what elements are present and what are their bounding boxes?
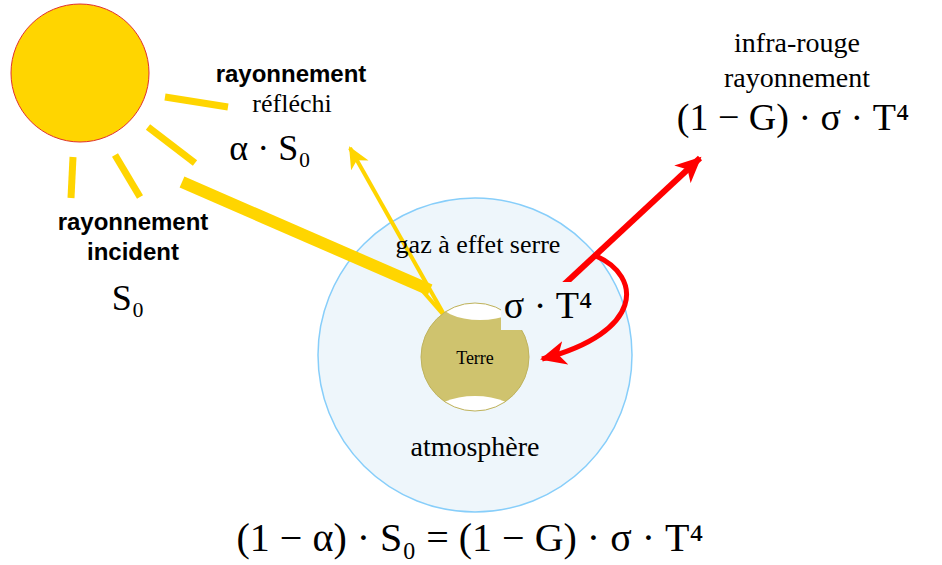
infrared-title: infra-rouge rayonnement — [702, 25, 892, 95]
infrared-formula: (1 − G) · σ · T⁴ — [674, 94, 912, 142]
surface-emission: σ · T⁴ — [501, 282, 596, 330]
ice-cap — [433, 396, 517, 412]
atmosphere-outline — [318, 198, 632, 512]
sun — [11, 4, 228, 198]
incident-formula: S₀ — [112, 276, 145, 321]
node-text: gaz à effet serre — [388, 230, 568, 260]
balance-equation: (1 − α) · S₀ = (1 − G) · σ · T⁴ — [237, 513, 704, 563]
incident-title: rayonnement incident — [38, 207, 228, 267]
node-text: atmosphère — [410, 431, 539, 463]
reflected-title: rayonnement — [216, 59, 367, 89]
reflected-title: réfléchi — [252, 88, 331, 121]
atmosphere: gaz à effet serre atmosphère Terre — [317, 197, 633, 513]
node-text: Terre — [456, 348, 494, 369]
reflected-formula: α · S₀ — [229, 126, 310, 171]
